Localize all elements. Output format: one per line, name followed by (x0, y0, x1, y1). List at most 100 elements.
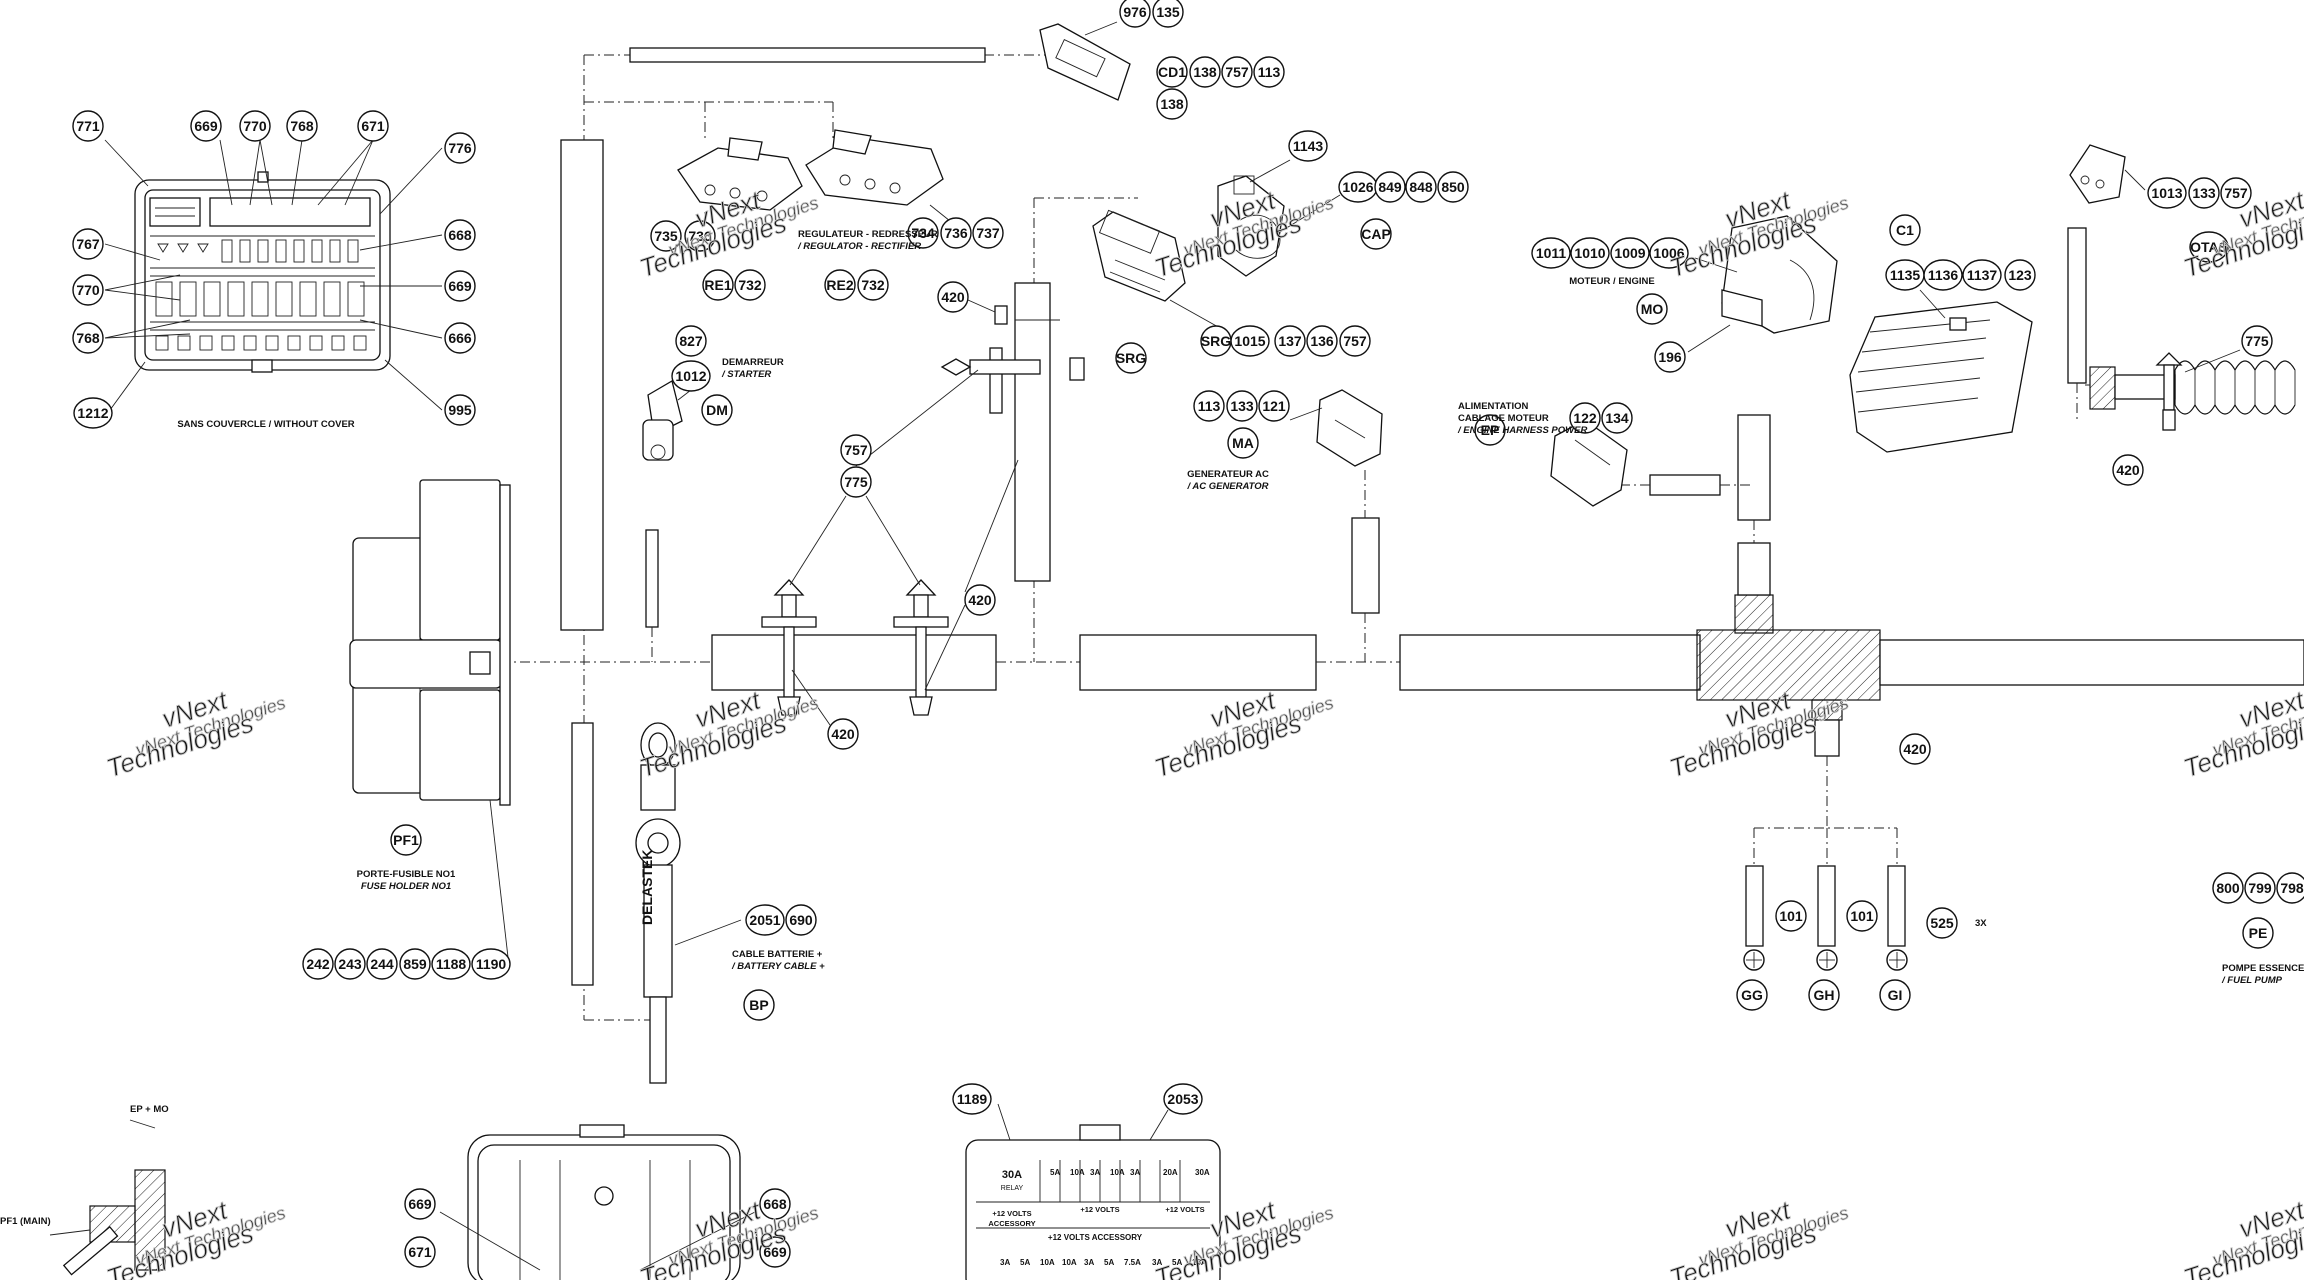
callout-number: 737 (976, 225, 1000, 241)
callout-b771: 771 (72, 110, 104, 142)
callout-bubble (431, 948, 471, 980)
label-cable_batterie: CABLE BATTERIE + (732, 949, 823, 960)
callout-number: C1 (1896, 222, 1914, 238)
callout-bubble (684, 220, 716, 252)
callout-number: 757 (2224, 185, 2248, 201)
connector-976 (1039, 21, 1131, 101)
callout-bubble (357, 110, 389, 142)
callout-bubble (404, 1188, 436, 1220)
callout-b735: 735 (650, 220, 682, 252)
callout-b1188: 1188 (431, 948, 471, 980)
callout-bubble (390, 824, 422, 856)
callout-bubble (827, 718, 859, 750)
callout-bubble (952, 1083, 992, 1115)
callout-number: 137 (1278, 333, 1302, 349)
callout-number: 770 (243, 118, 267, 134)
callout-b768b: 768 (72, 322, 104, 354)
callout-number: OTAS (2190, 239, 2228, 255)
label-ac_generator: / AC GENERATOR (1186, 481, 1268, 492)
callout-number: 136 (1310, 333, 1334, 349)
callout-bubble (1531, 237, 1571, 269)
callout-bubble (734, 269, 766, 301)
callout-bubble (444, 132, 476, 164)
callout-bubble (1258, 390, 1290, 422)
callout-b1026: 1026 (1338, 171, 1378, 203)
callout-b1006: 1006 (1649, 237, 1689, 269)
callout-bubble (1152, 0, 1184, 28)
label-pf1_main: PF1 (MAIN) (0, 1216, 51, 1227)
callout-bsrg2: SRG (1200, 325, 1232, 357)
callout-bubble (404, 1236, 436, 1268)
callout-bubble (1119, 0, 1151, 28)
label-pompe: POMPE ESSENCE (2222, 963, 2304, 974)
callout-bubble (675, 325, 707, 357)
callout-number: 1010 (1574, 245, 1605, 261)
fuse-top-7: 30A (1195, 1168, 1210, 1177)
callout-bubble (1156, 56, 1188, 88)
callout-b135a: 135 (1152, 0, 1184, 28)
callout-b134: 134 (1601, 402, 1633, 434)
callout-bubble (2112, 454, 2144, 486)
callout-bubble (1288, 130, 1328, 162)
callout-b113a: 113 (1253, 56, 1285, 88)
callout-number: 995 (448, 402, 472, 418)
label-starter: / STARTER (721, 369, 771, 380)
callout-bubble (1962, 259, 2002, 291)
callout-number: EP (1481, 422, 1500, 438)
callout-bubble (1570, 237, 1610, 269)
callout-b668b: 668 (759, 1188, 791, 1220)
label-battery_cable: / BATTERY CABLE + (731, 961, 825, 972)
callout-number: 138 (1193, 64, 1217, 80)
callout-number: 1012 (675, 368, 706, 384)
callout-b122: 122 (1569, 402, 1601, 434)
callout-bubble (444, 322, 476, 354)
callout-number: 767 (76, 236, 100, 252)
label-fuel_pump: / FUEL PUMP (2221, 975, 2283, 986)
callout-number: 196 (1658, 349, 1682, 365)
callout-number: 420 (968, 592, 992, 608)
callout-number: 121 (1262, 398, 1286, 414)
callout-bma: MA (1227, 427, 1259, 459)
callout-bubble (972, 217, 1004, 249)
callout-bubble (2188, 177, 2220, 209)
callout-b736b: 736 (940, 217, 972, 249)
callout-bubble (1649, 237, 1689, 269)
callout-bep: EP (1474, 414, 1506, 446)
callout-number: 113 (1198, 398, 1221, 414)
callout-number: 1011 (1536, 245, 1567, 261)
callout-b1012: 1012 (671, 360, 711, 392)
callout-bubble (702, 269, 734, 301)
callout-bubble (964, 584, 996, 616)
callout-bubble (1601, 402, 1633, 434)
row1-label-3: +12 VOLTS (1165, 1205, 1204, 1214)
callout-bre2: RE2 (824, 269, 856, 301)
callout-b757a: 757 (1221, 56, 1253, 88)
fuse-bottom-2: 5A (1020, 1258, 1030, 1267)
callout-b757c: 757 (1339, 325, 1371, 357)
callout-b244: 244 (366, 948, 398, 980)
label-layer: SANS COUVERCLE / WITHOUT COVERREGULATEUR… (0, 229, 2304, 1227)
callout-number: 113 (1258, 64, 1281, 80)
callout-bubble (1253, 56, 1285, 88)
callout-bubble (1193, 390, 1225, 422)
label-ep_mo: EP + MO (130, 1104, 169, 1115)
callout-number: 1009 (1614, 245, 1645, 261)
label-moteur: MOTEUR / ENGINE (1569, 276, 1655, 287)
callout-bubble (840, 434, 872, 466)
callout-number: 859 (403, 956, 427, 972)
clip-775 (2155, 349, 2241, 431)
callout-bubble (2244, 872, 2276, 904)
callout-bubble (444, 394, 476, 426)
main-harness (500, 47, 2304, 1021)
callout-bubble (1736, 979, 1768, 1011)
callout-bubble (1306, 325, 1338, 357)
callout-bubble (1339, 325, 1371, 357)
callout-number: 757 (1225, 64, 1249, 80)
callout-b242: 242 (302, 948, 334, 980)
callout-bubble (1221, 56, 1253, 88)
c1-connector (1849, 289, 2033, 453)
callout-number: MA (1232, 435, 1254, 451)
callout-b770b: 770 (72, 274, 104, 306)
